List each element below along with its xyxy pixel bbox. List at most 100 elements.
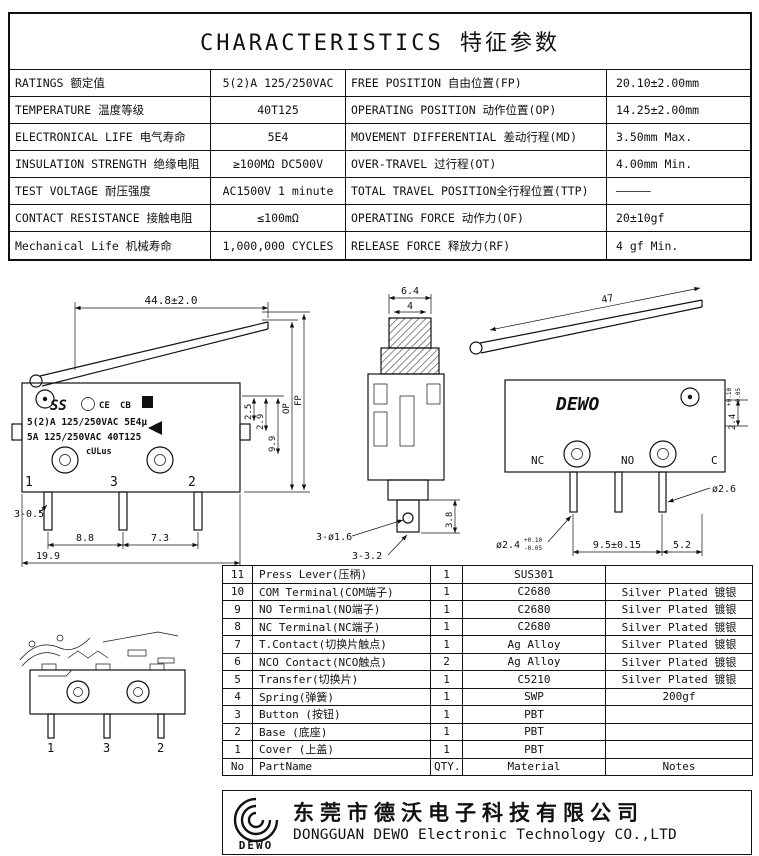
char-label: MOVEMENT DIFFERENTIAL 差动行程(MD) [346, 124, 607, 151]
bom-partname: T.Contact(切换片触点) [252, 635, 431, 654]
bom-row: 7 T.Contact(切换片触点) 1 Ag Alloy Silver Pla… [222, 635, 753, 654]
char-value: 20.10±2.00mm [607, 70, 750, 97]
bom-row: 4 Spring(弹簧) 1 SWP 200gf [222, 687, 753, 706]
dim-pin-pitch-1: 8.8 [76, 533, 94, 544]
dewo-brand-mark: DEWO [555, 394, 600, 415]
bom-material: C5210 [462, 670, 606, 689]
dim-pin-pitch-52: 5.2 [673, 540, 691, 551]
bom-no: 7 [222, 635, 253, 654]
bom-qty: 1 [430, 740, 463, 759]
bom-notes [605, 722, 753, 741]
char-label: INSULATION STRENGTH 绝缘电阻 [10, 151, 211, 178]
dimension-drawings: SS CE CB 5(2)A 125/250VAC 5E4μ 5A 125/25… [11, 286, 748, 567]
company-name-en: DONGGUAN DEWO Electronic Technology CO.,… [293, 827, 677, 844]
char-value: 5E4 [211, 124, 346, 151]
char-value: ≥100MΩ DC500V [211, 151, 346, 178]
bom-qty: 1 [430, 670, 463, 689]
bom-notes [605, 705, 753, 724]
char-label: OVER-TRAVEL 过行程(OT) [346, 151, 607, 178]
dim-24-tol-minus: -0.05 [735, 388, 742, 406]
bom-row: 5 Transfer(切换片) 1 C5210 Silver Plated 镀银 [222, 670, 753, 689]
end-view-drawing [367, 317, 445, 533]
dim-op-label: OP [282, 403, 292, 414]
bom-material: PBT [462, 722, 606, 741]
side-view-dimensions: 44.8±2.0 3-0.5 8.8 7.3 19.9 [14, 294, 310, 567]
bom-material: C2680 [462, 617, 606, 636]
dim-hole-diameter: 3-ø1.6 [316, 532, 352, 543]
bom-partname: Transfer(切换片) [252, 670, 431, 689]
char-value: 20±10gf [607, 205, 750, 232]
dim-fp-label: FP [294, 395, 304, 406]
char-label: OPERATING FORCE 动作力(OF) [346, 205, 607, 232]
bom-header-partname: PartName [252, 757, 431, 776]
char-value: ≤100mΩ [211, 205, 346, 232]
bom-partname: COM Terminal(COM端子) [252, 582, 431, 601]
bom-qty: 1 [430, 582, 463, 601]
char-value: 4.00mm Min. [607, 151, 750, 178]
terminal-label-no: NO [621, 454, 634, 467]
rating-line-1: 5(2)A 125/250VAC 5E4μ [27, 417, 147, 428]
bom-row: 10 COM Terminal(COM端子) 1 C2680 Silver Pl… [222, 582, 753, 601]
terminal-number: 2 [188, 475, 196, 490]
dim-lever-length: 44.8±2.0 [145, 294, 198, 307]
bom-notes: Silver Plated 镀银 [605, 600, 753, 619]
terminal-number: 3 [103, 741, 110, 755]
char-label: Mechanical Life 机械寿命 [10, 232, 211, 259]
dim-24-tol-plus: +0.10 [726, 388, 733, 406]
char-value: 1,000,000 CYCLES [211, 232, 346, 259]
bom-no: 6 [222, 652, 253, 671]
terminal-label-nc: NC [531, 454, 544, 467]
dewo-logo-spiral [233, 797, 279, 842]
bom-header-notes: Notes [605, 757, 753, 776]
dim-lever-47: 47 [601, 293, 615, 306]
bom-partname: Press Lever(压柄) [252, 565, 431, 584]
dim-button-top: 4 [407, 301, 413, 312]
bom-qty: 1 [430, 687, 463, 706]
bom-notes: Silver Plated 镀银 [605, 617, 753, 636]
dim-d24-tol-minus: -0.05 [524, 545, 542, 552]
dim-button-width: 6.4 [401, 286, 419, 297]
bom-row: 9 NO Terminal(NO端子) 1 C2680 Silver Plate… [222, 600, 753, 619]
terminal-number: 2 [157, 741, 164, 755]
bom-partname: NCO Contact(NCO触点) [252, 652, 431, 671]
bom-notes: Silver Plated 镀银 [605, 670, 753, 689]
bom-notes [605, 565, 753, 584]
bom-no: 2 [222, 722, 253, 741]
bom-row: 3 Button (按钮) 1 PBT [222, 705, 753, 724]
bom-qty: 1 [430, 635, 463, 654]
dim-pin-pitch-2: 7.3 [151, 533, 169, 544]
bom-notes: Silver Plated 镀银 [605, 652, 753, 671]
dim-24: 2.4 [728, 414, 738, 430]
title-block: DEWO 东莞市德沃电子科技有限公司 DONGGUAN DEWO Electro… [222, 790, 752, 855]
char-value: ————— [607, 178, 750, 205]
ul-mark: cULus [86, 447, 112, 457]
bom-partname: Spring(弹簧) [252, 687, 431, 706]
bom-no: 4 [222, 687, 253, 706]
bom-notes: 200gf [605, 687, 753, 706]
bom-notes: Silver Plated 镀银 [605, 582, 753, 601]
bom-material: C2680 [462, 600, 606, 619]
bom-partname: NC Terminal(NC端子) [252, 617, 431, 636]
ce-mark: CE [99, 401, 110, 411]
dim-pin-d26: ø2.6 [712, 484, 736, 495]
bom-no: 11 [222, 565, 253, 584]
dim-height-29: 2.9 [256, 414, 266, 430]
char-value: AC1500V 1 minute [211, 178, 346, 205]
bom-qty: 1 [430, 617, 463, 636]
bom-qty: 1 [430, 705, 463, 724]
bom-material: C2680 [462, 582, 606, 601]
char-label: TOTAL TRAVEL POSITION全行程位置(TTP) [346, 178, 607, 205]
char-label: ELECTRONICAL LIFE 电气寿命 [10, 124, 211, 151]
dim-terminal-width: 3-3.2 [352, 551, 382, 562]
bom-material: Ag Alloy [462, 652, 606, 671]
bom-header-qty: QTY. [430, 757, 463, 776]
char-label: RELEASE FORCE 释放力(RF) [346, 232, 607, 259]
dim-terminal-height: 3.8 [445, 512, 455, 528]
bom-qty: 1 [430, 600, 463, 619]
bom-header-material: Material [462, 757, 606, 776]
dim-height-25: 2.5 [244, 404, 254, 420]
bom-row: 8 NC Terminal(NC端子) 1 C2680 Silver Plate… [222, 617, 753, 636]
bom-table: 11 Press Lever(压柄) 1 SUS301 10 COM Termi… [222, 565, 753, 776]
char-label: CONTACT RESISTANCE 接触电阻 [10, 205, 211, 232]
dim-pin-pitch-95: 9.5±0.15 [593, 540, 641, 551]
